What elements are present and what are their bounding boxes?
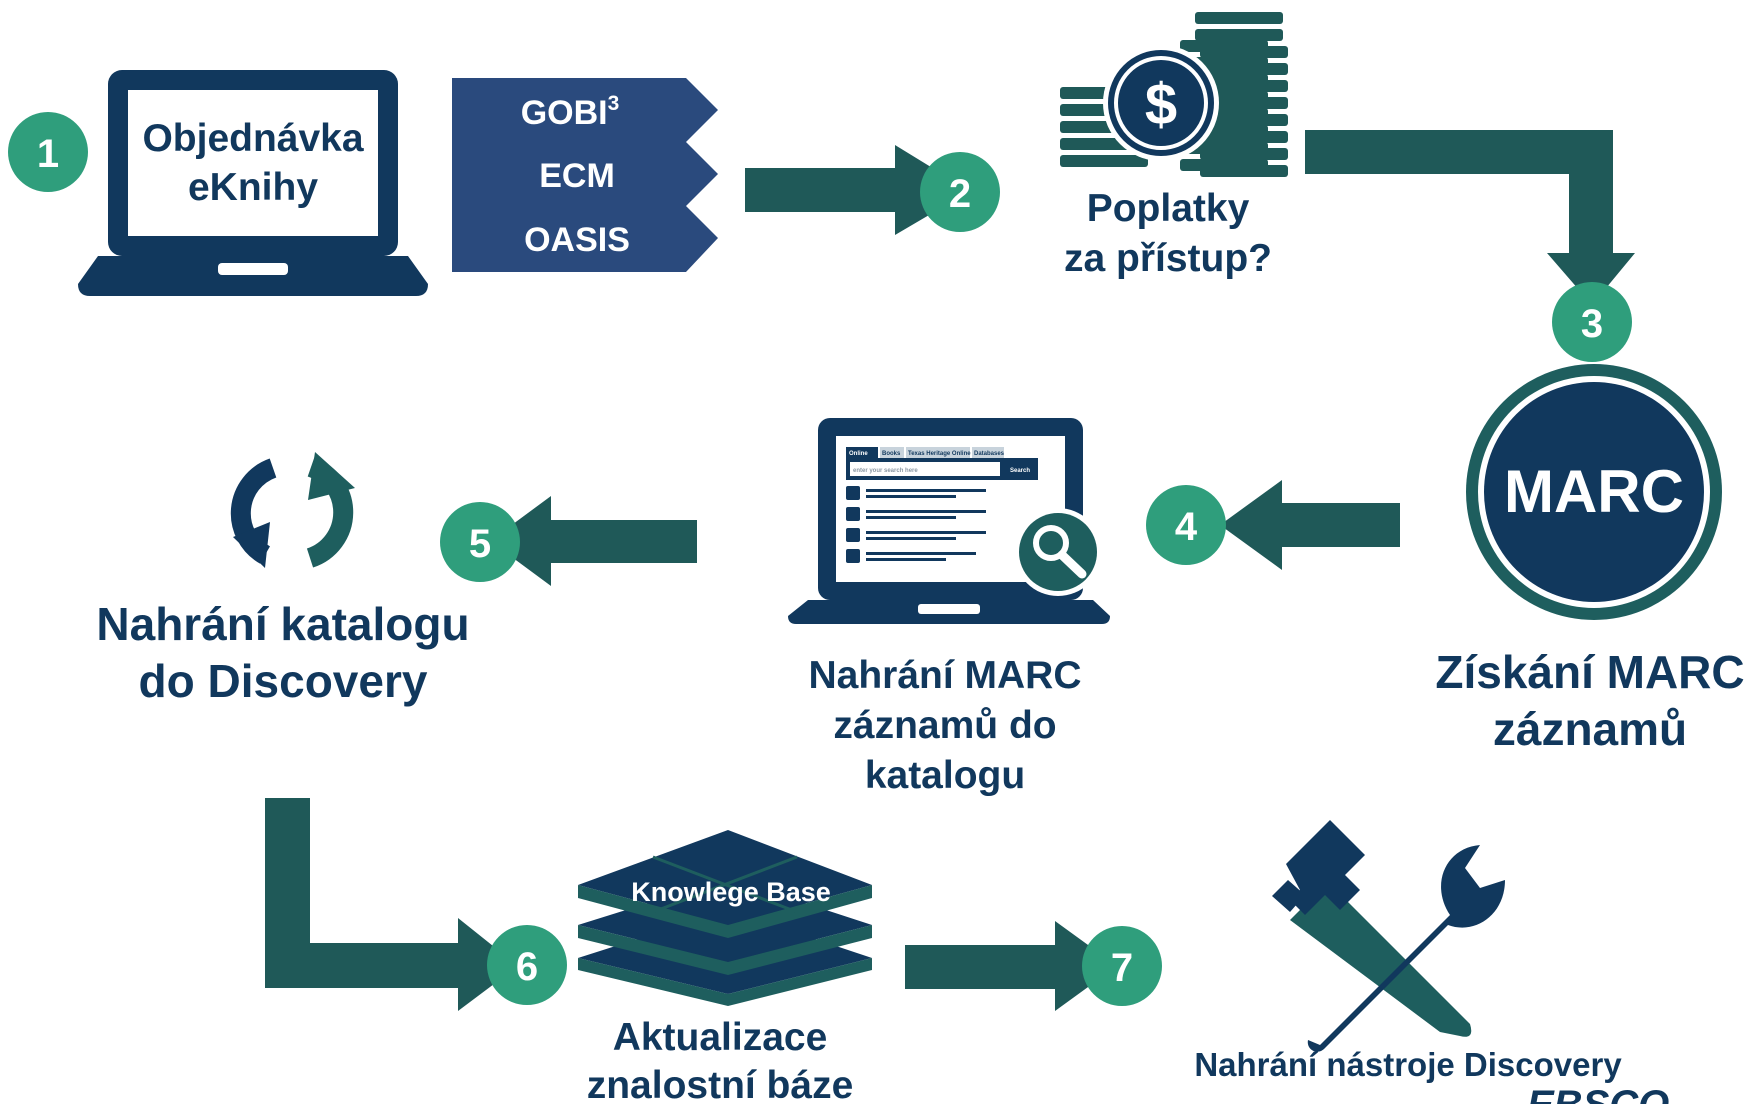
- discovery-label-line2: do Discovery: [139, 655, 428, 707]
- step-1-number: 1: [37, 132, 59, 176]
- screen-tab-online: Online: [849, 451, 868, 457]
- vendor-oasis: OASIS: [524, 221, 630, 259]
- screen-tab-databases: Databases: [974, 451, 1005, 457]
- fees-label-line2: za přístup?: [1064, 237, 1272, 280]
- marc-label-line1: Získání MARC: [1435, 646, 1744, 698]
- catalog-label-line3: katalogu: [865, 754, 1025, 797]
- kb-label-line1: Aktualizace: [613, 1016, 828, 1059]
- vendor-gobi-superscript: 3: [608, 92, 620, 115]
- catalog-laptop-search-icon: Online Books Texas Heritage Online Datab…: [788, 418, 1110, 624]
- catalog-label-line2: záznamů do: [833, 704, 1056, 747]
- step-7-number: 7: [1111, 946, 1133, 990]
- vendor-gobi-text: GOBI: [521, 94, 608, 132]
- arrow-to-discovery: [490, 496, 697, 586]
- fees-label-line1: Poplatky: [1087, 187, 1250, 230]
- kb-label-line2: znalostní báze: [587, 1064, 854, 1104]
- marc-label-line2: záznamů: [1493, 703, 1687, 755]
- step-4-number: 4: [1175, 505, 1198, 549]
- arrow-to-tools: [905, 921, 1117, 1011]
- step-2-badge: 2: [920, 152, 1000, 232]
- order-laptop-icon: [78, 70, 428, 296]
- knowledge-base-stack-icon: Knowlege Base: [578, 830, 872, 1006]
- step-6-number: 6: [516, 945, 538, 989]
- step-5-badge: 5: [440, 502, 520, 582]
- vendor-box: GOBI3 ECM OASIS: [452, 78, 718, 272]
- step-2-number: 2: [949, 172, 971, 216]
- marc-badge: MARC: [1466, 364, 1722, 620]
- money-stack-icon: [1060, 12, 1288, 177]
- vendor-gobi: GOBI3: [521, 92, 620, 132]
- order-label-line2: eKnihy: [188, 166, 318, 209]
- step-5-number: 5: [469, 522, 491, 566]
- tools-label: Nahrání nástroje Discovery: [1194, 1046, 1622, 1083]
- arrow-to-catalog: [1220, 480, 1400, 570]
- screen-tab-heritage: Texas Heritage Online: [908, 451, 971, 457]
- arrow-to-marc: [1305, 130, 1635, 305]
- screen-tab-books: Books: [882, 451, 901, 457]
- discovery-label-line1: Nahrání katalogu: [96, 598, 469, 650]
- refresh-icon: [230, 452, 355, 568]
- dollar-symbol: $: [1145, 72, 1177, 137]
- arrow-to-fees: [745, 145, 970, 235]
- ebsco-logo: EBSCO: [1527, 1083, 1669, 1104]
- screen-search-placeholder: enter your search here: [853, 468, 918, 474]
- step-3-badge: 3: [1552, 282, 1632, 362]
- hammer-wrench-icon: [1272, 820, 1505, 1052]
- step-7-badge: 7: [1082, 926, 1162, 1006]
- screen-search-button: Search: [1010, 468, 1030, 474]
- step-4-badge: 4: [1146, 485, 1226, 565]
- step-3-number: 3: [1581, 302, 1603, 346]
- order-label-line1: Objednávka: [142, 117, 363, 160]
- step-1-badge: 1: [8, 112, 88, 192]
- step-6-badge: 6: [487, 925, 567, 1005]
- knowledge-base-stack-label: Knowlege Base: [631, 877, 831, 907]
- vendor-ecm: ECM: [539, 157, 615, 195]
- arrow-to-knowledge-base: [265, 798, 518, 1011]
- catalog-label-line1: Nahrání MARC: [808, 654, 1081, 697]
- marc-badge-text: MARC: [1504, 458, 1684, 525]
